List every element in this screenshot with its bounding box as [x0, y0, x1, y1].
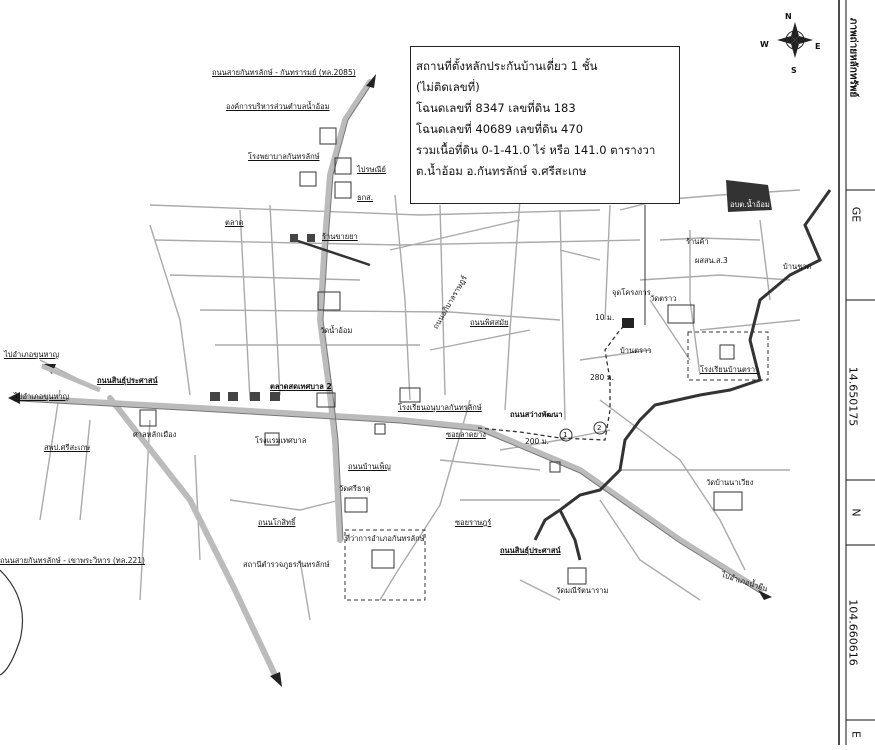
label-school-mid: โรงเรียนอนุบาลกันทรลักษ์: [398, 403, 482, 412]
label-road-phetsap: ถนนพิศสมัย: [470, 318, 509, 327]
compass-w: W: [760, 40, 769, 49]
target-pin-icon: [622, 318, 634, 328]
target-land-block: [726, 180, 772, 212]
label-dist-10: 10 ม.: [595, 313, 615, 322]
label-wat-si: วัดศรีธาตุ: [339, 484, 371, 493]
label-to-chang: ไปอำเภอขุนหาญ: [4, 350, 60, 359]
info-line-5: รวมเนื้อที่ดิน 0-1-41.0 ไร่ หรือ 141.0 ต…: [416, 143, 656, 157]
label-dist-200: 200 ม.: [525, 437, 550, 446]
label-office-right: อบต.น้ำอ้อม: [730, 200, 770, 209]
label-road-sinthu: ถนนสินธุ์ประศาสน์: [97, 376, 158, 385]
label-shop: ร้านขายยา: [322, 232, 358, 241]
label-dist-280: 280 ม.: [590, 373, 615, 382]
arrow-south-icon: [270, 672, 282, 687]
info-box: สถานที่ตั้งหลักประกันบ้านเดี่ยว 1 ชั้น (…: [410, 46, 680, 204]
label-to-khun: ไปอำเภอขุนหาญ: [14, 392, 70, 401]
info-line-3: โฉนดเลขที่ 8347 เลขที่ดิน 183: [416, 101, 576, 115]
main-roads: [17, 79, 763, 678]
label-pin-school: สพป.ศรีสะเกษ: [44, 443, 91, 452]
label-road-sinthu2: ถนนสินธุ์ประศาสน์: [500, 546, 561, 555]
label-police2: สถานีตำรวจภูธรกันทรลักษ์: [243, 560, 330, 569]
label-wat-bottom-right: วัดบ้านนาเวียง: [706, 478, 754, 487]
label-temple-left: ศาลหลักเมือง: [133, 430, 177, 439]
label-ban-rang: บ้านตราว: [620, 346, 652, 355]
label-soi-left: ซอยลาดยาง: [446, 430, 486, 439]
info-line-2: (ไม่ติดเลขที่): [416, 80, 480, 94]
label-pin: จุดโครงการ: [612, 288, 651, 297]
label-ban-chui: บ้านชาด: [783, 262, 812, 271]
info-line-1: สถานที่ตั้งหลักประกันบ้านเดี่ยว 1 ชั้น: [416, 59, 598, 73]
label-road-2085: ถนนสายกันทรลักษ์ - กันทรารมย์ (ทล.2085): [212, 68, 356, 77]
side-ge: GE: [849, 206, 863, 223]
label-school-right: โรงเรียนบ้านตราว: [700, 365, 760, 374]
compass-n: N: [785, 12, 792, 21]
side-panel: ภาพถ่ายหลักทรัพย์ GE 14.650175 N 104.660…: [838, 0, 875, 745]
side-lng: 104.660616: [846, 599, 860, 666]
arrow-west-icon: [8, 392, 20, 404]
label-soi-rat: ซอยราษฎร์: [455, 518, 492, 527]
info-line-4: โฉนดเลขที่ 40689 เลขที่ดิน 470: [416, 122, 584, 136]
compass-s: S: [791, 66, 797, 75]
main-road-edges: [19, 81, 761, 594]
side-title: ภาพถ่ายหลักทรัพย์: [847, 17, 859, 98]
arrow-north-icon: [366, 74, 376, 88]
label-wat-bottom: วัดมณีรัตนาราม: [556, 586, 609, 595]
label-road-kosit: ถนนโกสิทธิ์: [258, 518, 296, 527]
label-wat-rang: วัดตราว: [650, 294, 677, 303]
label-road-221: ถนนสายกันทรลักษ์ - เขาพระวิหาร (ทล.221): [0, 556, 145, 565]
label-hospital: โรงพยาบาลกันทรลักษ์: [248, 152, 320, 161]
label-road-mid: ถนนบ้านเพ็ญ: [348, 462, 391, 471]
label-office-land: องค์การบริหารส่วนตำบลน้ำอ้อม: [226, 102, 330, 111]
compass-icon: [777, 22, 813, 58]
label-shop-right: ร้านค้า: [686, 237, 709, 246]
label-num-2: 2: [597, 424, 602, 432]
info-line-6: ต.น้ำอ้อม อ.กันทรลักษ์ จ.ศรีสะเกษ: [416, 164, 587, 178]
label-market2: ตลาดสดเทศบาล 2: [270, 382, 332, 391]
side-n: N: [849, 508, 863, 517]
side-lat: 14.650175: [846, 366, 860, 427]
arrow-se-icon: [758, 590, 772, 600]
label-district: ที่ว่าการอำเภอกันทรลักษ์: [345, 534, 425, 543]
label-post: ไปรษณีย์: [357, 165, 386, 174]
river: [533, 189, 832, 541]
label-num-1: 1: [563, 431, 568, 439]
label-bank: ธกส.: [357, 193, 374, 202]
label-hotel: โรงแรมเทศบาล: [255, 436, 307, 445]
label-road-sawang: ถนนสว่างพัฒนา: [510, 410, 563, 419]
side-e: E: [849, 731, 863, 738]
label-phosh: ผสสน.ส.3: [695, 256, 728, 265]
compass-e: E: [815, 42, 821, 51]
label-wat-nam: วัดน้ำอ้อม: [320, 326, 353, 335]
label-market: ตลาด: [225, 218, 244, 227]
